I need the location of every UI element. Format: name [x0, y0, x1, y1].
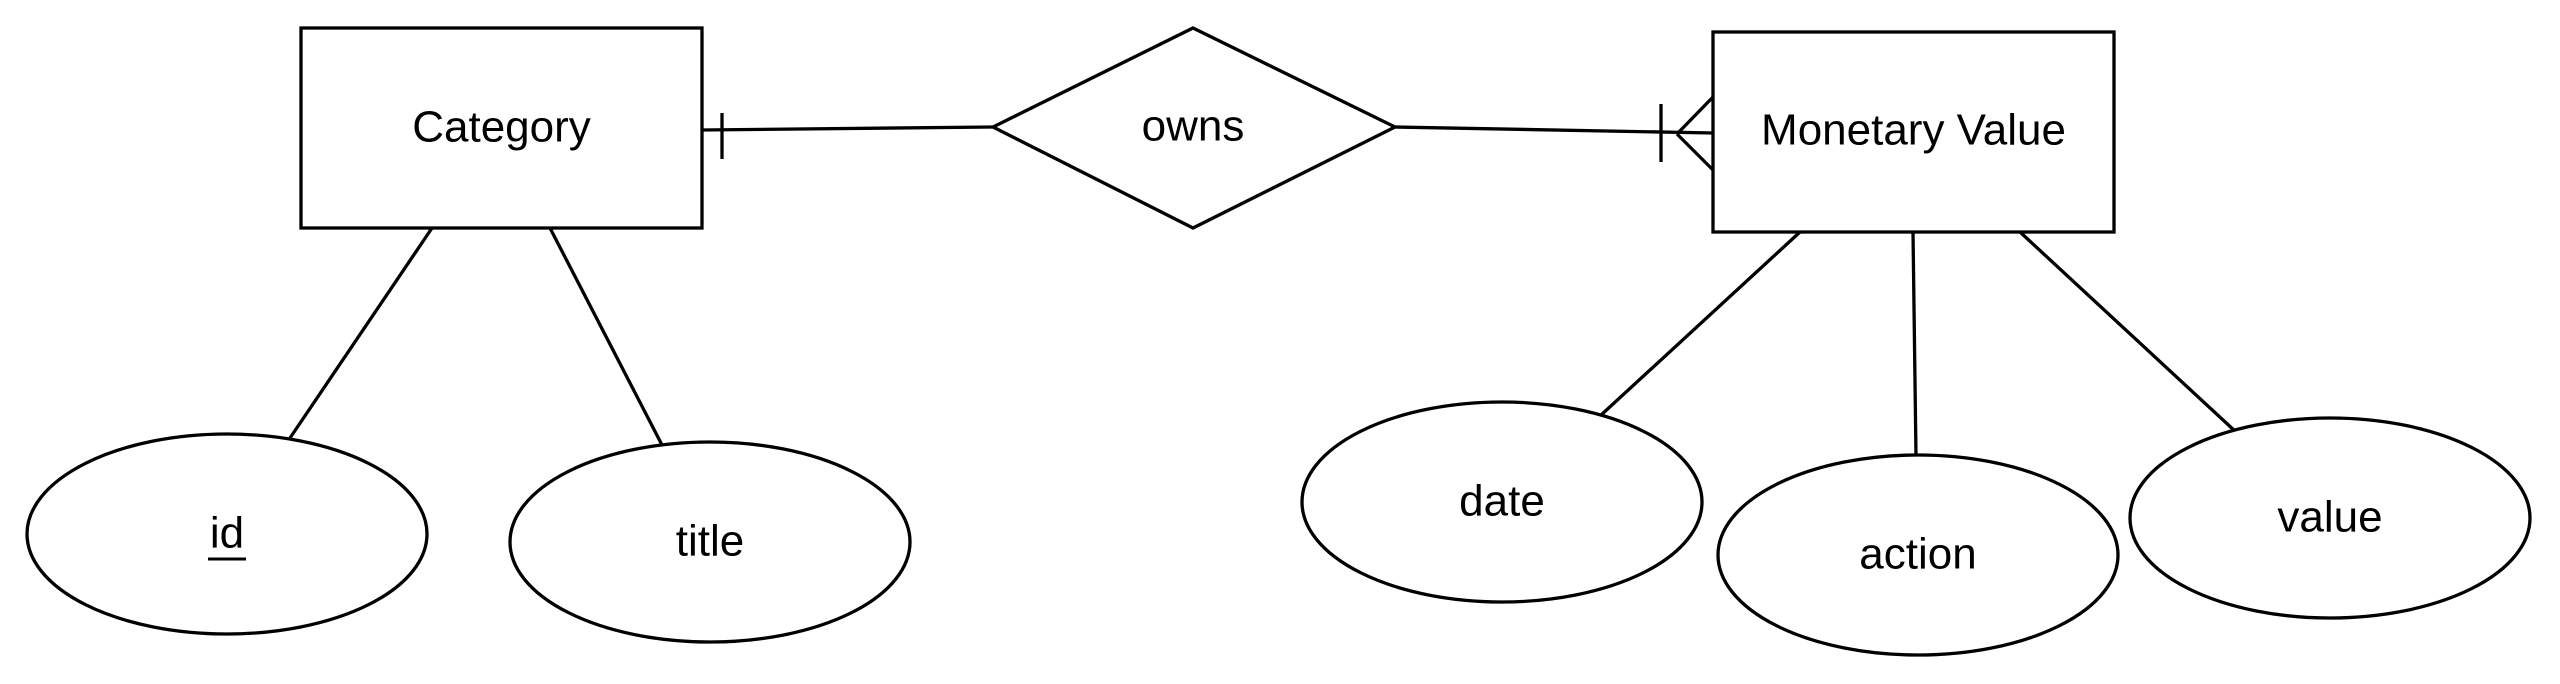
mv-value-connector [2018, 230, 2238, 434]
monetary-value-one-or-many-cardinality-mark [1659, 95, 1715, 172]
entity-monetary-value-label: Monetary Value [1761, 106, 2066, 155]
entity-monetary-value[interactable]: Monetary Value [1711, 30, 2116, 234]
relationship-owns[interactable]: owns [989, 26, 1399, 230]
category-owns-connector [701, 125, 994, 132]
category-title-connector [548, 227, 664, 446]
attribute-date[interactable]: date [1300, 400, 1704, 604]
attribute-id-label: id [210, 509, 244, 558]
owns-monetary-value-connector [1394, 125, 1714, 135]
relationship-owns-label: owns [1142, 102, 1245, 151]
attribute-title[interactable]: title [508, 440, 912, 644]
attribute-value[interactable]: value [2128, 416, 2532, 620]
category-id-connector [288, 227, 434, 439]
attribute-action-label: action [1859, 530, 1976, 579]
mv-action-connector [1911, 231, 1918, 457]
mv-date-connector [1598, 230, 1802, 418]
attribute-value-label: value [2277, 493, 2382, 542]
attribute-date-label: date [1459, 477, 1545, 526]
entity-category[interactable]: Category [299, 26, 704, 230]
attribute-title-label: title [676, 517, 744, 566]
attribute-id[interactable]: id [25, 432, 429, 636]
attribute-action[interactable]: action [1716, 453, 2120, 657]
entity-category-label: Category [412, 103, 591, 152]
